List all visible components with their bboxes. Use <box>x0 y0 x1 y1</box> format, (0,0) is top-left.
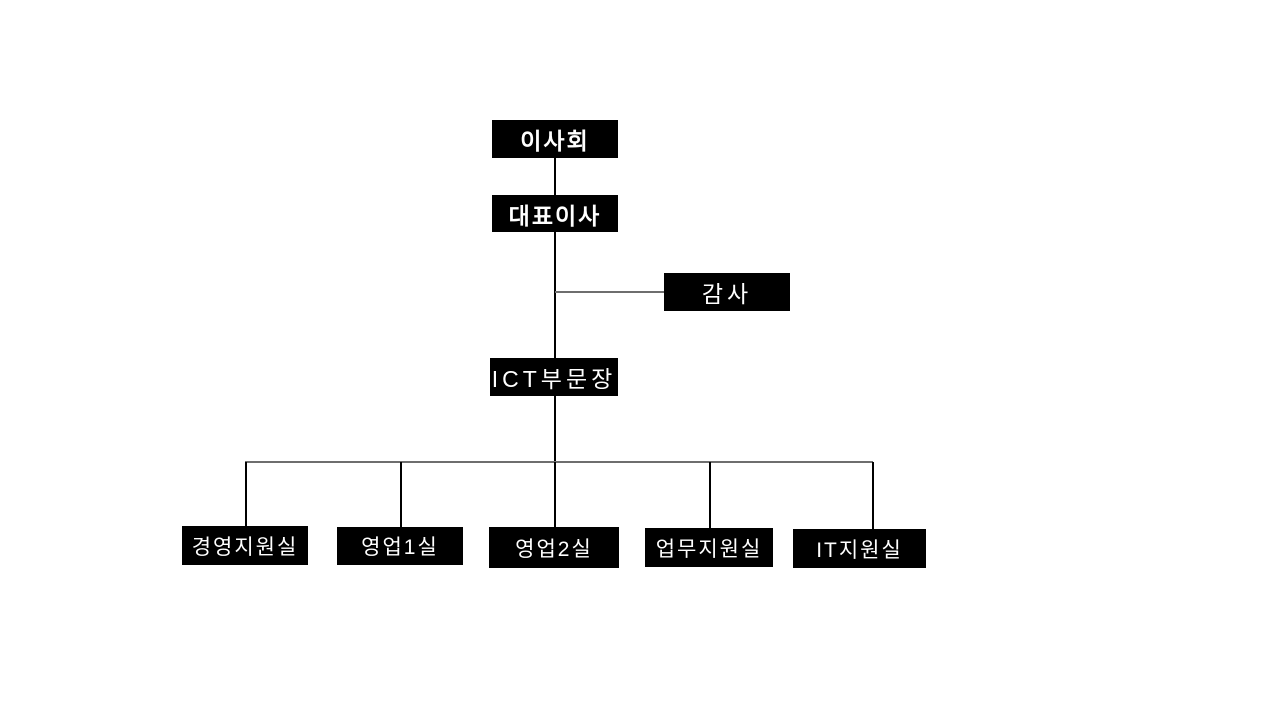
connector-bus-to-dept5 <box>872 462 874 529</box>
connector-ceo-to-ict-head <box>554 232 556 358</box>
org-node-dept-sales-2: 영업2실 <box>489 527 619 568</box>
connector-bus-to-dept4 <box>709 462 711 528</box>
connector-bus-to-dept1 <box>245 462 247 526</box>
org-node-board: 이사회 <box>492 120 618 158</box>
org-node-dept-business-support: 업무지원실 <box>645 528 773 567</box>
connector-ict-head-to-bus <box>554 396 556 462</box>
org-node-auditor: 감사 <box>664 273 790 311</box>
org-node-ceo: 대표이사 <box>492 195 618 232</box>
connector-board-to-ceo <box>554 158 556 195</box>
org-node-dept-it-support: IT지원실 <box>793 529 926 568</box>
org-node-dept-management-support: 경영지원실 <box>182 526 308 565</box>
connector-horizontal-bus <box>245 461 873 463</box>
connector-bus-to-dept2 <box>400 462 402 527</box>
connector-bus-to-dept3 <box>554 462 556 527</box>
connector-branch-to-auditor <box>555 291 664 293</box>
org-node-ict-head: ICT부문장 <box>490 358 618 396</box>
org-node-dept-sales-1: 영업1실 <box>337 527 463 565</box>
